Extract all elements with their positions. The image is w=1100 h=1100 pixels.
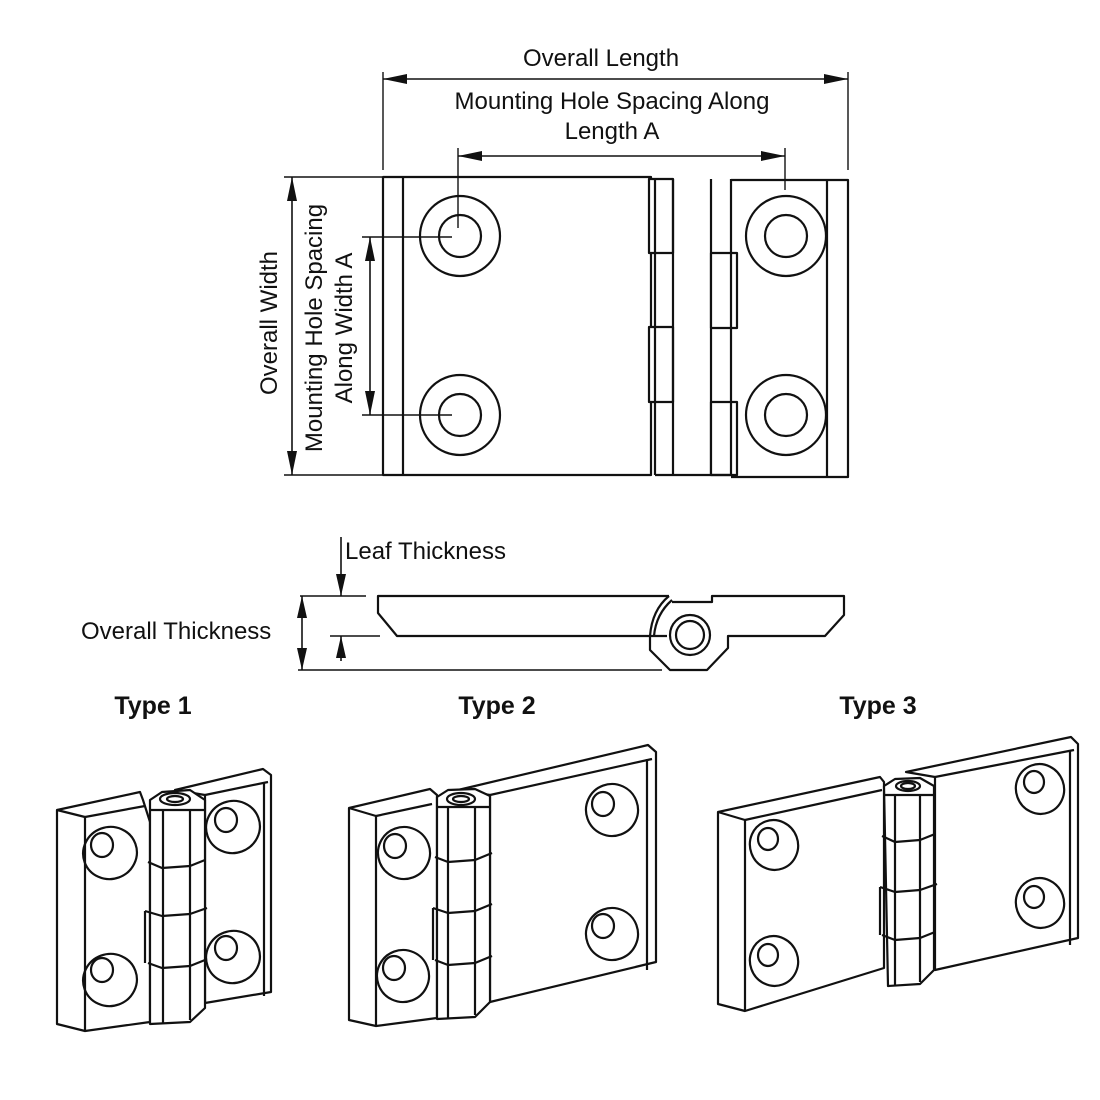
type-3-label: Type 3: [839, 692, 916, 720]
hole-spacing-length-dimension: Mounting Hole Spacing Along Length A: [455, 88, 786, 228]
top-view-right-leaf: [731, 178, 850, 479]
hole-spacing-width-label-line1: Mounting Hole Spacing: [301, 204, 328, 452]
hole-spacing-width-label-line2: Along Width A: [331, 253, 358, 404]
top-view-left-leaf: [381, 175, 653, 477]
top-view: Overall Length Mounting Hole Spacing Alo…: [256, 45, 850, 479]
type-1-hinge-illustration: [55, 767, 273, 1033]
overall-width-label: Overall Width: [256, 251, 283, 395]
type-3-hinge-illustration: [716, 735, 1080, 1013]
hole-spacing-length-label-line2: Length A: [565, 118, 660, 145]
overall-length-dimension: Overall Length: [382, 45, 849, 170]
type-2-label: Type 2: [458, 692, 535, 720]
side-view: Leaf Thickness Overall Thickness: [81, 537, 846, 672]
overall-thickness-label: Overall Thickness: [81, 618, 271, 645]
leaf-thickness-label: Leaf Thickness: [345, 538, 506, 565]
type-1-label: Type 1: [114, 692, 191, 720]
top-view-knuckle: [647, 177, 739, 477]
hole-spacing-length-label-line1: Mounting Hole Spacing Along: [455, 88, 770, 115]
overall-length-label: Overall Length: [523, 45, 679, 72]
overall-width-dimension: Overall Width: [256, 176, 382, 476]
type-2-hinge-illustration: [347, 743, 658, 1028]
hole-spacing-width-dimension: Mounting Hole Spacing Along Width A: [301, 204, 452, 452]
